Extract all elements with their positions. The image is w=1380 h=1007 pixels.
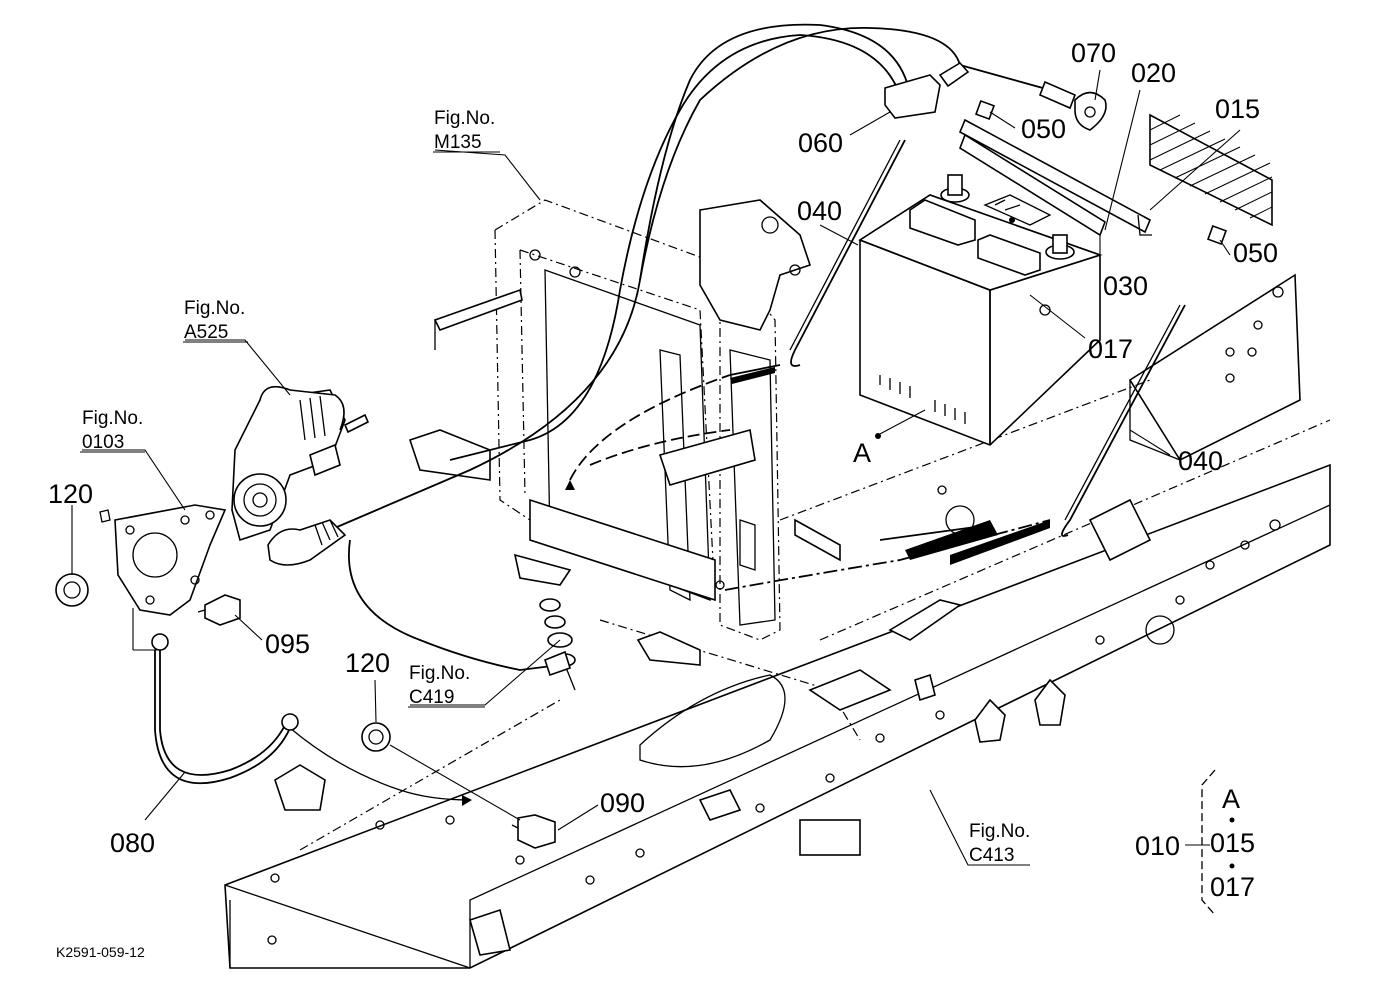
fig-m135-code: M135: [434, 132, 482, 153]
label-120-left: 120: [48, 479, 93, 509]
hold-down-rods: [789, 139, 1186, 537]
label-050-right: 050: [1233, 238, 1278, 268]
washer-stack: [539, 598, 576, 691]
kit-bracket: [1201, 769, 1235, 916]
mounting-plate: [99, 504, 227, 616]
fig-m135-title: Fig.No.: [434, 108, 495, 129]
terminal-cover-060: [884, 61, 970, 119]
fig-0103-code: 0103: [82, 432, 124, 453]
drawing-code: K2591-059-12: [56, 944, 145, 960]
label-a-callout: A: [853, 438, 871, 468]
figure-references: Fig.No. M135 Fig.No. A525 Fig.No. 0103 F…: [82, 108, 1030, 866]
fig-c419-title: Fig.No.: [409, 663, 470, 684]
fig-c419-code: C419: [409, 687, 454, 708]
starter-cable-boot: [267, 519, 347, 566]
fig-0103-title: Fig.No.: [82, 408, 143, 429]
part-number-labels: 070 020 015 050 060 040 050 030 017 040 …: [48, 38, 1278, 902]
chassis-frame: [224, 273, 1331, 969]
label-060: 060: [798, 128, 843, 158]
label-090: 090: [600, 788, 645, 818]
label-080: 080: [110, 828, 155, 858]
label-015: 015: [1215, 94, 1260, 124]
cables: [154, 23, 1077, 806]
label-040-top: 040: [797, 196, 842, 226]
label-010: 010: [1135, 831, 1180, 861]
label-120-center: 120: [345, 648, 390, 678]
seat-frame: [408, 199, 841, 666]
battery: [858, 174, 1103, 446]
label-017: 017: [1088, 334, 1133, 364]
fig-a525-title: Fig.No.: [184, 298, 245, 319]
label-040-right: 040: [1178, 446, 1223, 476]
battery-pad: [1149, 113, 1273, 227]
label-070: 070: [1071, 38, 1116, 68]
starter-motor: [231, 385, 370, 542]
fig-c413-title: Fig.No.: [969, 821, 1030, 842]
fig-a525-code: A525: [184, 322, 228, 343]
switch-090: [511, 814, 556, 849]
nuts-050: [975, 100, 1227, 245]
terminal-clamp-070: [1074, 91, 1107, 131]
kit-label-015: 015: [1210, 828, 1255, 858]
fig-c413-code: C413: [969, 845, 1014, 866]
label-095: 095: [265, 629, 310, 659]
label-030: 030: [1103, 271, 1148, 301]
kit-label-017: 017: [1210, 872, 1255, 902]
fig-underlines: [80, 151, 1030, 866]
label-050-top: 050: [1021, 114, 1066, 144]
switch-095: [197, 594, 241, 626]
kit-label-a: A: [1222, 784, 1240, 814]
label-020: 020: [1131, 58, 1176, 88]
leader-lines: [71, 69, 1241, 866]
cable-lugs: [151, 633, 571, 731]
